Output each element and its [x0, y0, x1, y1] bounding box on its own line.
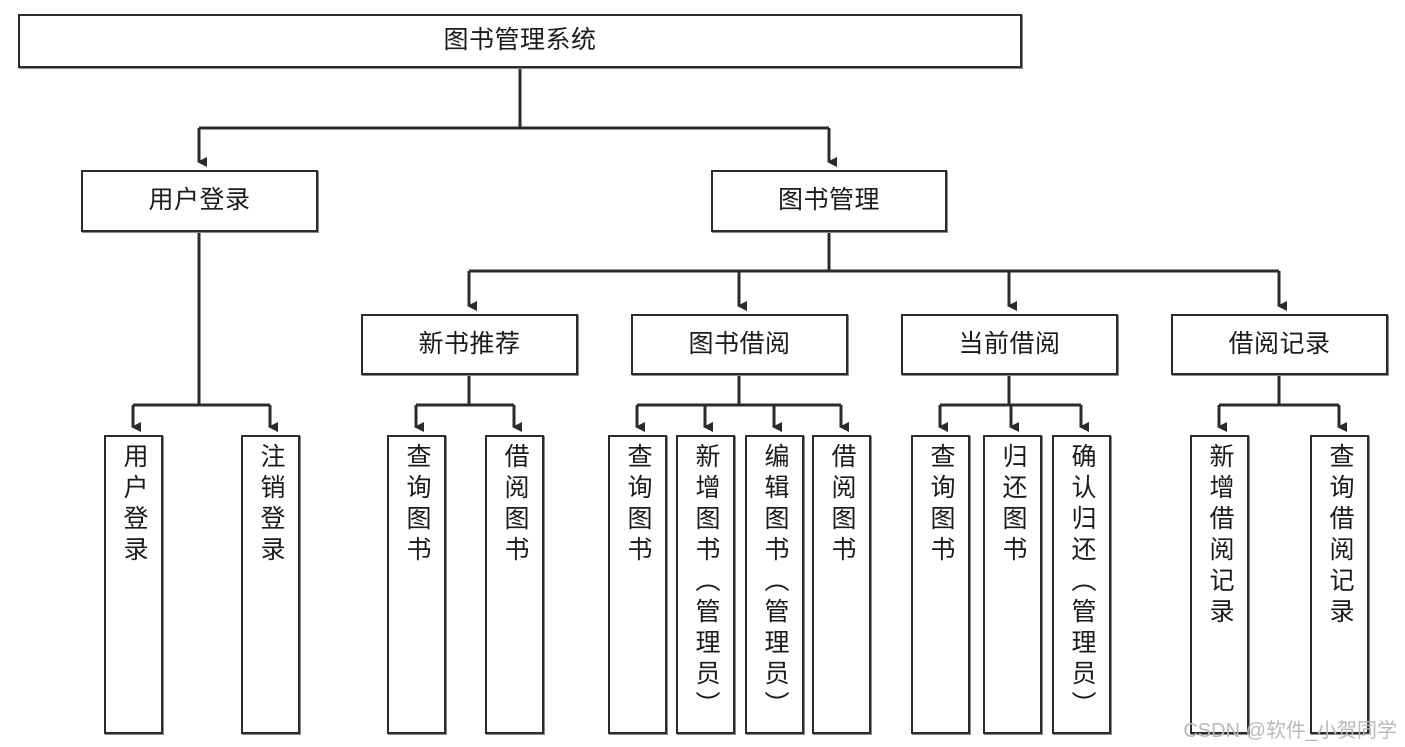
node-book-borrow-label: 图书借阅 [688, 329, 791, 358]
node-leaf-return-book-label: 归还图书 [999, 443, 1027, 567]
node-leaf-user-login-label: 用户登录 [120, 443, 148, 567]
node-leaf-query-book-borrow[interactable]: 查询图书 [608, 435, 667, 734]
node-new-book-recommend[interactable]: 新书推荐 [361, 314, 578, 375]
node-current-borrow-label: 当前借阅 [958, 329, 1061, 358]
csdn-watermark: CSDN @软件_小贺同学 [1183, 720, 1397, 742]
node-leaf-query-borrow-record[interactable]: 查询借阅记录 [1310, 435, 1369, 734]
node-leaf-query-book-borrow-label: 查询图书 [624, 443, 652, 567]
node-leaf-add-borrow-record[interactable]: 新增借阅记录 [1190, 435, 1249, 734]
new-book-rec-to-leaves-connectors [414, 375, 522, 432]
book-manage-to-level3-connectors [467, 232, 1287, 311]
current-borrow-to-leaves-connectors [938, 375, 1089, 432]
node-leaf-borrow-book-rec-label: 借阅图书 [501, 443, 529, 567]
node-leaf-add-book-admin-label: 新增图书（管理员） [692, 443, 720, 722]
node-book-manage[interactable]: 图书管理 [711, 170, 947, 232]
node-book-manage-label: 图书管理 [777, 186, 880, 215]
node-borrow-record[interactable]: 借阅记录 [1171, 314, 1388, 375]
node-root-label: 图书管理系统 [443, 26, 597, 55]
node-user-login-label: 用户登录 [148, 186, 251, 215]
node-leaf-add-book-admin[interactable]: 新增图书（管理员） [676, 435, 735, 734]
user-login-to-leaves-connectors [131, 232, 278, 432]
node-leaf-user-login[interactable]: 用户登录 [104, 435, 163, 734]
root-to-level2-connectors [197, 68, 837, 167]
node-leaf-add-borrow-record-label: 新增借阅记录 [1206, 443, 1234, 629]
node-leaf-confirm-return-admin-label: 确认归还（管理员） [1068, 443, 1096, 722]
node-book-borrow[interactable]: 图书借阅 [631, 314, 848, 375]
node-leaf-edit-book-admin[interactable]: 编辑图书（管理员） [745, 435, 804, 734]
node-leaf-query-book-rec[interactable]: 查询图书 [387, 435, 446, 734]
node-leaf-confirm-return-admin[interactable]: 确认归还（管理员） [1052, 435, 1111, 734]
node-current-borrow[interactable]: 当前借阅 [901, 314, 1118, 375]
node-borrow-record-label: 借阅记录 [1228, 329, 1331, 358]
node-leaf-query-book-rec-label: 查询图书 [403, 443, 431, 567]
node-leaf-edit-book-admin-label: 编辑图书（管理员） [761, 443, 789, 722]
book-borrow-to-leaves-connectors [635, 375, 849, 432]
node-leaf-borrow-book[interactable]: 借阅图书 [812, 435, 871, 734]
node-leaf-user-logout-label: 注销登录 [257, 443, 285, 567]
node-leaf-query-borrow-record-label: 查询借阅记录 [1326, 443, 1354, 629]
borrow-record-to-leaves-connectors [1217, 375, 1347, 432]
node-leaf-user-logout[interactable]: 注销登录 [241, 435, 300, 734]
node-leaf-query-book-current-label: 查询图书 [927, 443, 955, 567]
node-leaf-return-book[interactable]: 归还图书 [983, 435, 1042, 734]
node-user-login[interactable]: 用户登录 [81, 170, 318, 232]
node-leaf-query-book-current[interactable]: 查询图书 [911, 435, 970, 734]
node-new-book-recommend-label: 新书推荐 [418, 329, 521, 358]
node-leaf-borrow-book-label: 借阅图书 [828, 443, 856, 567]
node-leaf-borrow-book-rec[interactable]: 借阅图书 [485, 435, 544, 734]
node-root-system[interactable]: 图书管理系统 [18, 14, 1022, 68]
